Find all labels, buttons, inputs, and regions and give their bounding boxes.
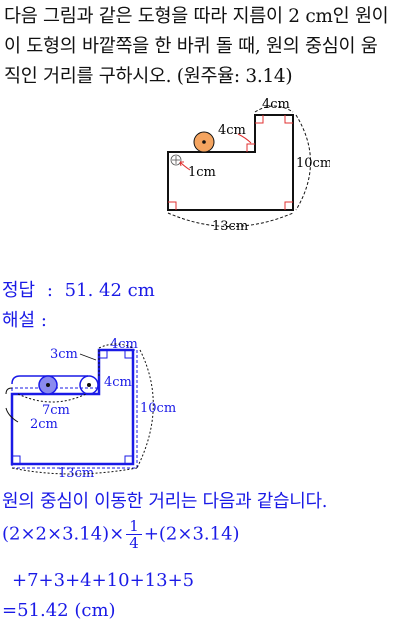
problem-line-2: 이 도형의 바깥쪽을 한 바퀴 돌 때, 원의 중심이 움 (4, 36, 378, 57)
label-1cm: 1cm (188, 165, 216, 180)
dashed-13cm-sol (11, 467, 138, 475)
formula-part-1: (2×2×3.14)× (2, 523, 125, 545)
answer-line: 정답 : 51. 42 cm (2, 276, 155, 302)
center-path-dashed (11, 349, 138, 469)
dashed-10cm-sol (136, 349, 154, 469)
solution-figure: 3cm 4cm 4cm 7cm 2cm 10cm 13cm (5, 337, 176, 478)
answer-separator: : (46, 280, 53, 301)
solution-right-angle-marks (12, 350, 133, 464)
solution-circle-2 (79, 375, 99, 395)
dashed-4cm-top-sol (98, 343, 134, 349)
problem-shape-outline (167, 114, 294, 211)
formula-line-2: +7+3+4+10+13+5 (12, 570, 195, 591)
solution-label: 해설 : (2, 310, 47, 331)
problem-text: 다음 그림과 같은 도형을 따라 지름이 2 cm인 원이 이 도형의 바깥쪽을… (4, 2, 398, 92)
sol-label-13cm: 13cm (58, 466, 94, 478)
label-4cm-top: 4cm (262, 97, 290, 112)
sol-label-4cm-right: 4cm (104, 375, 132, 390)
sol-label-10cm: 10cm (140, 401, 176, 416)
arrow-2cm (5, 407, 19, 423)
circle-path (11, 375, 88, 385)
arrow-1cm (179, 161, 191, 171)
corner-arc (5, 387, 13, 395)
formula-line-3: =51.42 (cm) (2, 600, 116, 621)
answer-value: 51. 42 cm (64, 280, 155, 301)
arrow-4cm-left (237, 133, 252, 144)
fraction-numerator: 1 (126, 518, 142, 535)
formula-part-2: +(2×3.14) (143, 523, 240, 545)
label-10cm: 10cm (296, 156, 330, 171)
dashed-10cm (295, 114, 311, 211)
sol-label-2cm: 2cm (30, 417, 58, 432)
solution-shape-outline (10, 348, 135, 466)
answer-label: 정답 (2, 280, 36, 301)
problem-figure: 1cm 4cm 4cm 10cm 13cm (167, 97, 330, 234)
sol-label-3cm: 3cm (50, 347, 78, 362)
sol-label-7cm: 7cm (42, 403, 70, 418)
right-angle-marks (168, 115, 293, 210)
label-13cm: 13cm (212, 219, 248, 234)
corner-circle-marker (170, 154, 182, 166)
arrow-3cm (79, 353, 97, 361)
problem-line-1: 다음 그림과 같은 도형을 따라 지름이 2 cm인 원이 (4, 6, 389, 27)
problem-line-3: 직인 거리를 구하시오. (원주율: 3.14) (4, 66, 293, 87)
dashed-4cm-top (254, 105, 294, 113)
solution-explanation: 원의 중심이 이동한 거리는 다음과 같습니다. (2, 491, 328, 512)
rolling-circle-center (202, 140, 206, 144)
fraction-denominator: 4 (129, 534, 139, 552)
